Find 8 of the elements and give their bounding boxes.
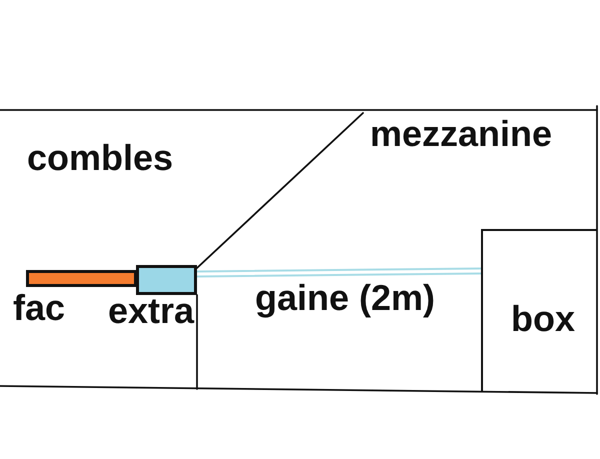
room-label: mezzanine [370,116,552,152]
duct-line [196,268,482,278]
part-label: extra [108,293,194,329]
room-label: box [511,301,576,337]
edge-label: gaine (2m) [255,280,436,316]
room-area [481,229,597,392]
part-label: fac [13,290,66,326]
room-label: combles [27,140,174,176]
